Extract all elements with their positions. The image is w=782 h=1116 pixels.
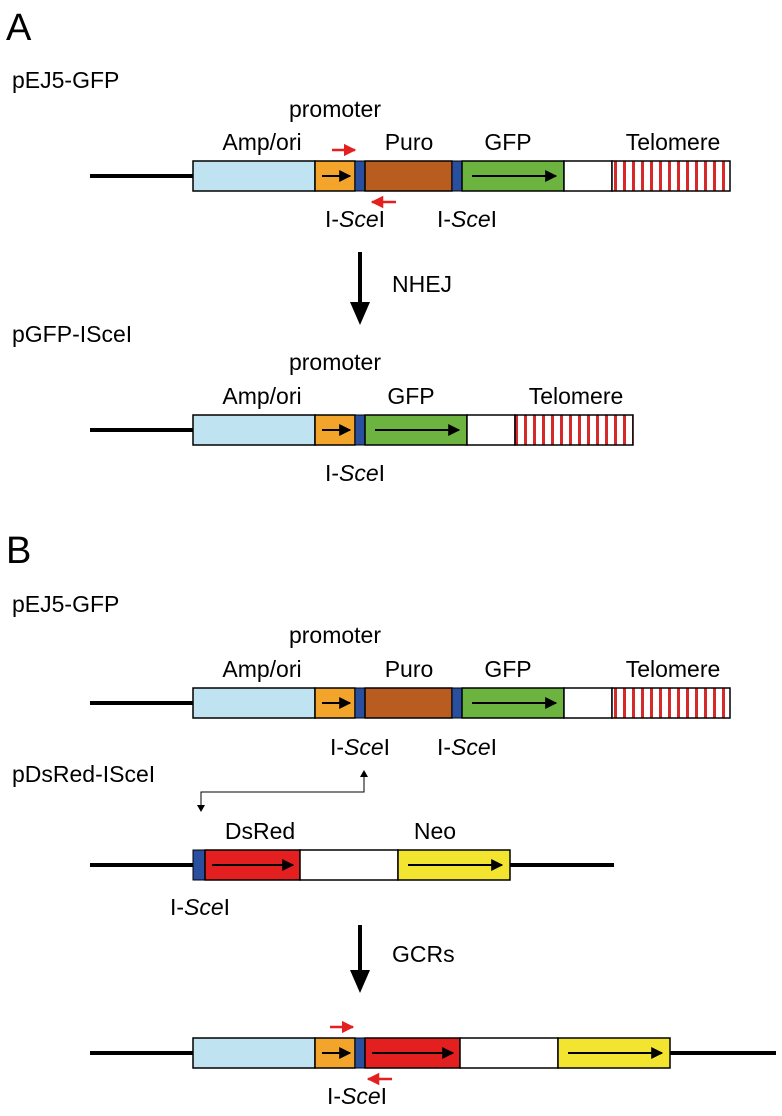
isce-site <box>354 414 366 446</box>
neo-label: Neo <box>414 818 456 844</box>
empty-segment <box>563 160 613 192</box>
empty-segment <box>563 687 613 719</box>
construct-name-pej5-gfp-b: pEJ5-GFP <box>12 591 119 617</box>
integration-connector <box>197 770 368 812</box>
isce-site <box>354 687 366 719</box>
panel-label-a: A <box>6 7 32 49</box>
isce-site <box>354 1037 366 1069</box>
amp-ori-segment <box>192 160 316 192</box>
construct-name-pdsred-isce: pDsRed-ISceI <box>12 761 155 787</box>
connector-arrowhead-down <box>197 805 205 812</box>
isce-site <box>451 160 463 192</box>
isce-label: I-SceI <box>325 460 385 486</box>
puro-segment <box>364 687 453 719</box>
promoter-label: promoter <box>289 349 381 375</box>
construct-pdsred-isce <box>90 849 614 881</box>
promoter-label: promoter <box>289 96 381 122</box>
panel-label-b: B <box>6 530 31 572</box>
gfp-label: GFP <box>484 656 531 682</box>
puro-label: Puro <box>385 129 434 155</box>
amp-ori-segment <box>192 1037 316 1069</box>
telomere-label: Telomere <box>626 129 721 155</box>
nhej-label: NHEJ <box>392 271 452 297</box>
gcrs-step-arrowhead <box>350 970 370 993</box>
isce-label: I-SceI <box>437 734 497 760</box>
gfp-label: GFP <box>387 383 434 409</box>
amp-ori-label: Amp/ori <box>222 656 301 682</box>
telomere-segment <box>611 160 731 192</box>
gfp-label: GFP <box>484 129 531 155</box>
promoter-label: promoter <box>289 622 381 648</box>
empty-segment <box>466 414 516 446</box>
connector-line <box>200 777 365 805</box>
connector-arrowhead-up <box>360 770 368 777</box>
isce-site <box>192 849 206 881</box>
puro-label: Puro <box>385 656 434 682</box>
telomere-label: Telomere <box>529 383 624 409</box>
nhej-step-arrowhead <box>350 302 370 325</box>
puro-segment <box>364 160 453 192</box>
telomere-segment <box>514 414 634 446</box>
isce-label: I-SceI <box>170 894 230 920</box>
amp-ori-segment <box>192 687 316 719</box>
amp-ori-label: Amp/ori <box>222 383 301 409</box>
empty-segment <box>299 849 399 881</box>
construct-name-pgfp-isce: pGFP-ISceI <box>12 321 132 347</box>
construct-pej5-gfp-a <box>90 143 731 209</box>
isce-label: I-SceI <box>325 206 385 232</box>
isce-label: I-SceI <box>330 734 390 760</box>
construct-pgfp-isce <box>90 414 634 446</box>
dsred-label: DsRed <box>225 818 295 844</box>
isce-site <box>354 160 366 192</box>
empty-segment <box>459 1037 559 1069</box>
amp-ori-label: Amp/ori <box>222 129 301 155</box>
gcrs-label: GCRs <box>392 941 455 967</box>
isce-label: I-SceI <box>327 1083 387 1109</box>
telomere-label: Telomere <box>626 656 721 682</box>
isce-label: I-SceI <box>437 206 497 232</box>
amp-ori-segment <box>192 414 316 446</box>
isce-site <box>451 687 463 719</box>
construct-pej5-gfp-b <box>90 687 731 719</box>
construct-name-pej5-gfp-a: pEJ5-GFP <box>12 67 119 93</box>
telomere-segment <box>611 687 731 719</box>
construct-gcr-product <box>90 1020 776 1086</box>
